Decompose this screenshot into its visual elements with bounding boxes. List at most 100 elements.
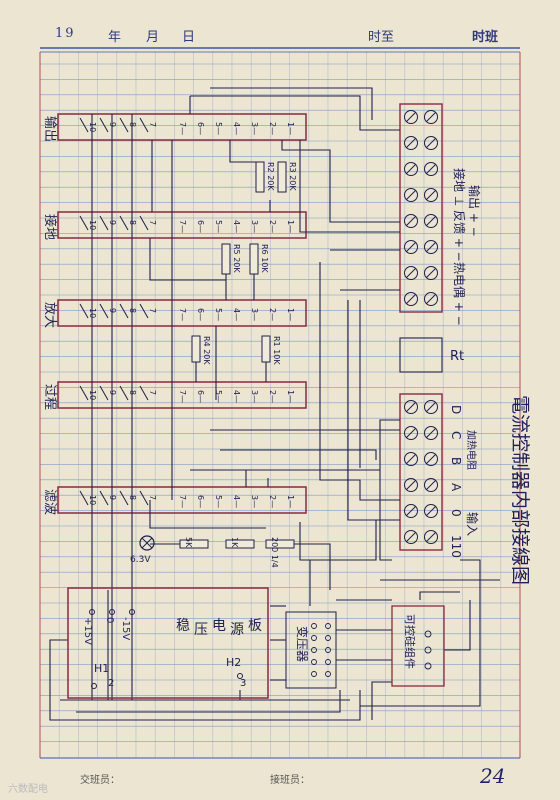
svg-text:200 1/4: 200 1/4 xyxy=(270,537,279,568)
transformer-pins xyxy=(311,623,331,677)
terminal-outline xyxy=(399,393,443,551)
scr-label: 可控硅组件 xyxy=(403,614,417,669)
relay-contact-label: 2— xyxy=(268,390,277,403)
relay-outline xyxy=(57,381,307,409)
header-time: 时至 xyxy=(368,30,395,45)
wire xyxy=(371,681,392,720)
relay-contact-label: 4— xyxy=(232,122,241,135)
relay-contact-label: 5— xyxy=(214,122,223,135)
wire xyxy=(444,600,471,651)
terminal-letter: A xyxy=(449,483,463,492)
label-h2: H2 xyxy=(226,656,241,669)
relay-contact-label: 2— xyxy=(268,122,277,135)
terminal-screw xyxy=(404,162,418,176)
wire xyxy=(300,559,311,606)
wire xyxy=(319,262,400,501)
relay-outline xyxy=(57,299,307,327)
relay-contact-label: 7— xyxy=(178,495,187,508)
relay-contact-label: 4— xyxy=(232,220,241,233)
terminal-block-top xyxy=(399,103,443,313)
relay-pin-label: 7 xyxy=(148,122,157,127)
relay-name: 放大 xyxy=(42,302,57,328)
terminal-screw xyxy=(404,400,418,414)
scr-pin xyxy=(424,646,432,654)
rail-minus15: -15V xyxy=(120,617,131,640)
relay-name: 过程 xyxy=(42,384,57,410)
wire xyxy=(210,87,373,120)
resistor-r1: R1 10K xyxy=(261,335,281,365)
footer-takeover: 接班员： xyxy=(270,775,310,786)
page-number: 24 xyxy=(480,764,506,788)
relay-contact-label: 1— xyxy=(286,495,295,508)
terminal-screw xyxy=(424,292,438,306)
board-pin xyxy=(89,609,95,615)
terminal-block-bottom xyxy=(399,393,443,551)
relay-pin-label: 7 xyxy=(148,495,157,500)
svg-text:1K: 1K xyxy=(230,537,239,548)
relay-contact-label: 3— xyxy=(250,308,259,321)
terminal-screw xyxy=(404,530,418,544)
transformer-label: 变压器 xyxy=(295,626,310,662)
terminal-screw xyxy=(424,214,438,228)
terminal-screw xyxy=(424,162,438,176)
relay-contact-label: 7— xyxy=(178,390,187,403)
terminal-letter: D xyxy=(449,405,463,414)
lamp-label: 6.3V xyxy=(130,555,151,565)
board-pin xyxy=(91,683,97,689)
terminal-screw xyxy=(404,426,418,440)
rail-plus15: +15V xyxy=(82,617,93,645)
terminal-screw xyxy=(404,110,418,124)
relay-name: 输出 xyxy=(42,116,58,142)
scr-pin xyxy=(424,662,432,670)
wire xyxy=(149,238,226,281)
resistor-r5: R5 20K xyxy=(221,243,241,275)
header-shift: 时班 xyxy=(472,30,499,45)
resistor-1k: 1K xyxy=(225,537,255,549)
svg-text:R4 20K: R4 20K xyxy=(202,336,211,365)
wire xyxy=(294,543,331,590)
terminal-screw xyxy=(404,188,418,202)
header-day: 日 xyxy=(182,30,196,45)
board-pin xyxy=(129,609,135,615)
relay-contact-label: 3— xyxy=(250,495,259,508)
diagram-title: 電流控制器内部接線图 xyxy=(509,395,531,585)
wiring xyxy=(49,87,500,721)
relay-switch xyxy=(79,117,89,133)
relay-switch xyxy=(99,303,109,319)
terminal-screw xyxy=(404,292,418,306)
relay-outline xyxy=(57,113,307,141)
relay-contact-label: 1— xyxy=(286,390,295,403)
relay-contact-label: 2— xyxy=(268,308,277,321)
wire xyxy=(299,140,400,233)
wire xyxy=(281,140,400,223)
relay-contact-label: 5— xyxy=(214,390,223,403)
relay-contact-label: 7— xyxy=(178,220,187,233)
power-board-title-char: 源 xyxy=(230,622,244,638)
relay-contact-label: 7— xyxy=(178,122,187,135)
terminal-blocks xyxy=(399,103,443,551)
relay-switch xyxy=(99,215,109,231)
relay-switch xyxy=(119,490,129,506)
terminal-screw xyxy=(404,214,418,228)
svg-text:R5 20K: R5 20K xyxy=(232,244,241,273)
terminal-caption-input: 输入 xyxy=(465,512,480,536)
terminal-outline xyxy=(399,103,443,313)
rt-box xyxy=(399,337,443,373)
power-board-outline xyxy=(67,587,269,699)
transformer-box xyxy=(285,611,337,689)
terminal-caption-heater: 加热电阻 xyxy=(465,430,478,470)
svg-text:R2 20K: R2 20K xyxy=(266,162,275,191)
relay-contact-label: 5— xyxy=(214,495,223,508)
header-month: 月 xyxy=(146,30,160,45)
wire xyxy=(229,140,260,163)
relay-switch xyxy=(79,215,89,231)
board-pin xyxy=(109,609,115,615)
terminal-label-feedback: 反馈 + − xyxy=(452,210,466,262)
terminal-screw xyxy=(424,110,438,124)
board-pin xyxy=(237,673,243,679)
label-h1: H1 xyxy=(94,662,109,675)
label-pin2: 2 xyxy=(108,678,114,689)
terminal-screw xyxy=(424,426,438,440)
